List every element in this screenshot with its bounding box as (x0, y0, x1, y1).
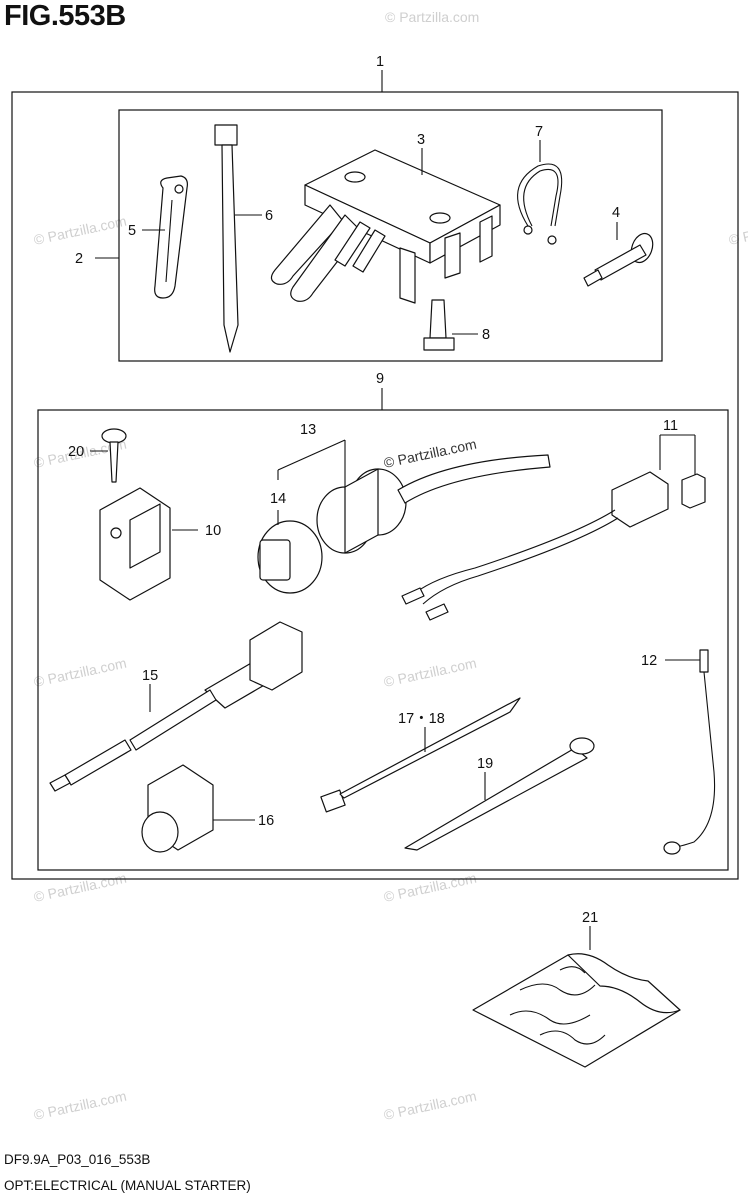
connector-part-13 (316, 454, 551, 554)
grommet-part-16 (141, 764, 214, 853)
callout-2: 2 (75, 251, 83, 267)
watermark: © Partzilla.com (382, 655, 478, 690)
callout-8: 8 (482, 327, 490, 343)
wire-holder-part-10 (99, 487, 171, 601)
callout-4: 4 (612, 205, 620, 221)
callout-13: 13 (300, 422, 316, 438)
ground-wire-part-12 (663, 649, 716, 855)
callout-21: 21 (582, 910, 598, 926)
callout-19: 19 (477, 756, 493, 772)
watermark: © Partzilla.com (32, 213, 128, 248)
fuse-harness-part-11 (401, 471, 706, 621)
watermark: © Partzilla.com (32, 1088, 128, 1123)
callout-1: 1 (376, 54, 384, 70)
callout-10: 10 (205, 523, 221, 539)
figure-description: OPT:ELECTRICAL (MANUAL STARTER) (4, 1178, 251, 1193)
callout-3: 3 (417, 132, 425, 148)
bolt-part-8 (423, 299, 455, 351)
callout-5: 5 (128, 223, 136, 239)
rectifier-part-3 (270, 149, 501, 304)
callout-20: 20 (68, 444, 84, 460)
callout-12: 12 (641, 653, 657, 669)
figure-code: DF9.9A_P03_016_553B (4, 1152, 151, 1167)
lead-wire-part-15 (49, 621, 303, 792)
callout-15: 15 (142, 668, 158, 684)
bag-part-21 (472, 953, 681, 1068)
subassembly-lower-box (37, 409, 729, 871)
terminal-pin-part-4 (583, 232, 654, 287)
subassembly-upper-box (118, 109, 663, 362)
watermark: © Partzilla.com (385, 9, 479, 25)
cable-tie-part-17-18 (320, 697, 521, 813)
watermark: © Partzilla.com (32, 870, 128, 905)
watermark: © Partzilla.com (382, 870, 478, 905)
cable-tie-part-6 (214, 124, 239, 353)
clip-part-5 (154, 175, 188, 299)
screw-part-20 (101, 428, 127, 483)
callout-9: 9 (376, 371, 384, 387)
callout-6: 6 (265, 208, 273, 224)
callout-7: 7 (535, 124, 543, 140)
connector-part-14 (257, 520, 323, 594)
cable-tie-part-19 (404, 737, 595, 851)
callout-14: 14 (270, 491, 286, 507)
callout-11: 11 (663, 418, 678, 434)
watermark: © Partzilla.com (32, 655, 128, 690)
callout-17-18: 17・18 (398, 711, 445, 727)
callout-16: 16 (258, 813, 274, 829)
figure-title: FIG.553B (4, 0, 126, 32)
hose-clip-part-7 (517, 163, 563, 245)
watermark: © Partzilla.com (382, 1088, 478, 1123)
assembly-1-box (11, 91, 739, 880)
